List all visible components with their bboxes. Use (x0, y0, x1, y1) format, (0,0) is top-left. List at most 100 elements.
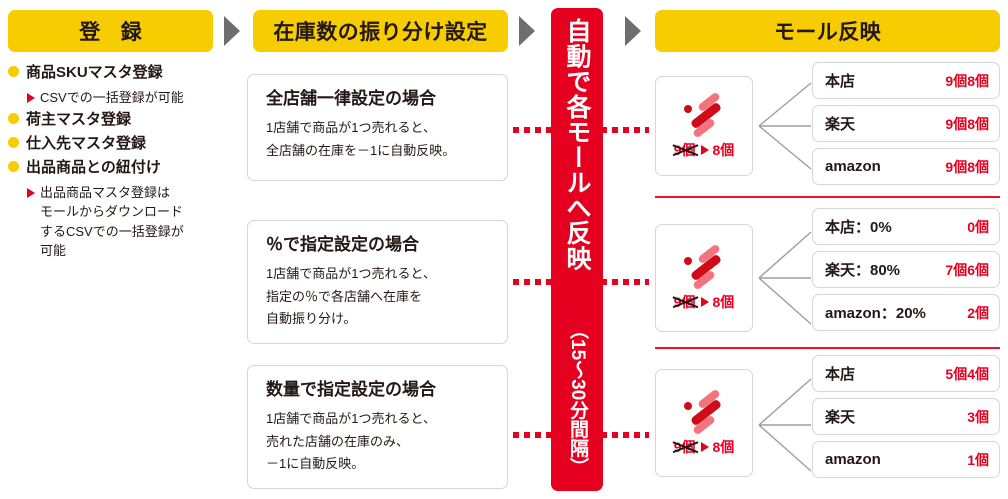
new-quantity: 4個 (967, 365, 989, 382)
card-body-line: 1店舗で商品が1つ売れると、 (266, 266, 436, 282)
registration-item: 出品商品との紐付け出品商品マスタ登録はモールからダウンロードするCSVでの一括登… (8, 157, 223, 261)
old-quantity: 5個 (945, 365, 968, 382)
bullet-dot-icon (8, 137, 19, 148)
new-quantity: 8個 (712, 141, 735, 158)
registration-item-main: 仕入先マスタ登録 (8, 133, 223, 155)
mall-quantity: 2個 (967, 303, 989, 323)
setting-card-title: ％で指定設定の場合 (266, 235, 419, 254)
registration-item-note: CSVでの一括登録が可能 (27, 88, 223, 108)
flow-arrow-1-icon (224, 16, 240, 46)
branch-connector-icon (758, 82, 812, 170)
mall-quantity: 3個 (967, 407, 989, 427)
mall-name: amazon (825, 451, 881, 468)
old-quantity: 9個 (673, 293, 696, 310)
note-line: 可能 (40, 243, 67, 258)
branch-connector-icon (758, 378, 812, 472)
bullet-dot-icon (8, 113, 19, 125)
new-quantity: 8個 (712, 438, 735, 455)
dashed-connector-left-3 (513, 432, 554, 438)
registration-item-label: 商品SKUマスタ登録 (26, 64, 163, 81)
header-register: 登 録 (8, 10, 213, 52)
mall-name: amazon (825, 158, 881, 175)
note-line: モールからダウンロード (40, 204, 184, 219)
setting-card-body: 1店舗で商品が1つ売れると、指定の％で各店舗へ在庫を自動振り分け。 (266, 263, 491, 330)
card-body-line: 指定の％で各店舗へ在庫を (266, 288, 423, 304)
sub-bullet-triangle-icon (27, 187, 35, 198)
flow-arrow-3-icon (625, 16, 641, 46)
note-line: CSVでの一括登録が可能 (40, 89, 184, 105)
new-quantity: 6個 (967, 261, 989, 278)
note-line: するCSVでの一括登録が (40, 223, 184, 239)
bullet-dot-icon (8, 66, 19, 77)
dashed-connector-right-2 (601, 279, 649, 285)
new-quantity: 3個 (967, 408, 989, 425)
setting-card-percent: ％で指定設定の場合 1店舗で商品が1つ売れると、指定の％で各店舗へ在庫を自動振り… (247, 220, 508, 344)
mall-name: 本店 (825, 366, 856, 383)
card-body-line: －1に自動反映。 (266, 456, 365, 472)
registration-item-main: 商品SKUマスタ登録 (8, 62, 223, 84)
registration-item-main: 出品商品との紐付け (8, 157, 223, 179)
old-quantity: 9個 (945, 72, 968, 89)
registration-item-note: 出品商品マスタ登録はモールからダウンロードするCSVでの一括登録が可能 (27, 183, 223, 261)
registration-item-label: 仕入先マスタ登録 (26, 135, 147, 152)
mall-name: 楽天：80% (825, 262, 901, 279)
setting-card-body: 1店舗で商品が1つ売れると、全店舗の在庫を－1に自動反映。 (266, 117, 491, 162)
registration-item-label: 出品商品との紐付け (26, 158, 161, 176)
mall-row: amazon 1個 (812, 441, 1000, 478)
old-quantity: 7個 (945, 261, 968, 278)
banner-interval-text: （15〜30分間隔） (566, 320, 588, 477)
registration-item-label: 荷主マスタ登録 (26, 111, 132, 129)
dashed-connector-left-1 (513, 127, 554, 133)
old-quantity: 9個 (945, 158, 968, 175)
new-quantity: 8個 (967, 158, 989, 175)
warehouse-box: 9個 8個 (655, 76, 753, 176)
mall-row: amazon：20% 2個 (812, 294, 1000, 331)
setting-card-title: 数量で指定設定の場合 (266, 380, 436, 399)
setting-card-quantity: 数量で指定設定の場合 1店舗で商品が1つ売れると、売れた店舗の在庫のみ、－1に自… (247, 365, 508, 489)
mall-name: 楽天 (825, 409, 856, 426)
header-allocation: 在庫数の振り分け設定 (253, 10, 508, 52)
note-lines: CSVでの一括登録が可能 (40, 88, 184, 108)
mall-row: 楽天 3個 (812, 398, 1000, 435)
old-quantity: 9個 (945, 115, 968, 132)
mall-name: 本店 (825, 73, 856, 90)
auto-reflect-banner: 自動で各モールへ反映 （15〜30分間隔） (551, 8, 603, 491)
old-quantity: 9個 (673, 141, 696, 158)
mall-name: 楽天 (825, 116, 856, 133)
bullet-dot-icon (8, 160, 19, 172)
sub-bullet-triangle-icon (27, 92, 35, 103)
new-quantity: 8個 (967, 72, 989, 89)
new-quantity: 2個 (967, 304, 989, 321)
registration-item-main: 荷主マスタ登録 (8, 109, 223, 131)
card-body-line: 売れた店舗の在庫のみ、 (266, 433, 410, 449)
mall-name: amazon：20% (825, 305, 926, 322)
warehouse-quantity: 9個 8個 (674, 140, 735, 160)
header-mall-reflection: モール反映 (655, 10, 1000, 52)
registration-item: 荷主マスタ登録 (8, 109, 223, 131)
note-line: 出品商品マスタ登録は (40, 184, 171, 200)
mall-row: 本店：0%0個 (812, 208, 1000, 245)
group-divider-2 (655, 347, 1000, 349)
registration-item: 商品SKUマスタ登録 CSVでの一括登録が可能 (8, 62, 223, 107)
note-lines: 出品商品マスタ登録はモールからダウンロードするCSVでの一括登録が可能 (40, 183, 184, 261)
change-arrow-icon (700, 144, 709, 155)
new-quantity: 8個 (967, 115, 989, 132)
new-quantity: 1個 (967, 451, 989, 468)
